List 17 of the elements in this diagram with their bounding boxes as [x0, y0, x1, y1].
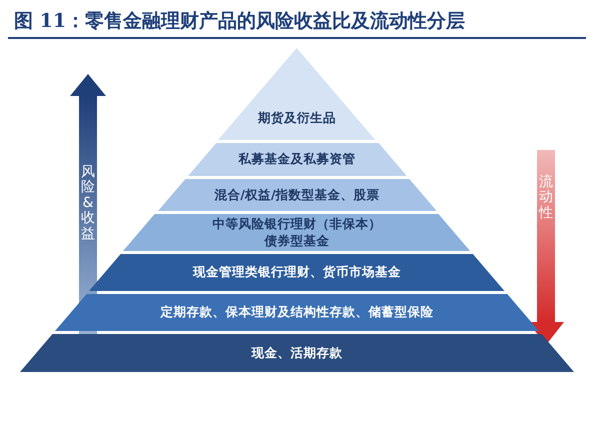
tier-label: 定期存款、保本理财及结构性存款、储蓄型保险 [160, 304, 434, 321]
pyramid-tier [218, 48, 376, 140]
axis-label: 流动性 [539, 175, 553, 222]
tier-label: 期货及衍生品 [258, 110, 336, 126]
pyramid-tier [188, 143, 406, 176]
tier-label: 混合/权益/指数型基金、股票 [214, 186, 380, 204]
tier-label: 现金、活期存款 [252, 344, 342, 362]
pyramid-tier [89, 254, 505, 291]
tier-label: 中等风险银行理财（非保本）债券型基金 [211, 216, 382, 249]
pyramid-tier [123, 214, 471, 251]
tier-label: 现金管理类银行理财、货币市场基金 [193, 264, 401, 281]
chart-title: 图 11：零售金融理财产品的风险收益比及流动性分层 [14, 9, 466, 34]
pyramid-tier [20, 334, 574, 372]
pyramid-tier [158, 179, 436, 211]
axis-label: 风险&收益 [81, 165, 95, 242]
tier-label: 私募基金及私募资管 [238, 151, 356, 168]
pyramid-tier [55, 294, 539, 331]
